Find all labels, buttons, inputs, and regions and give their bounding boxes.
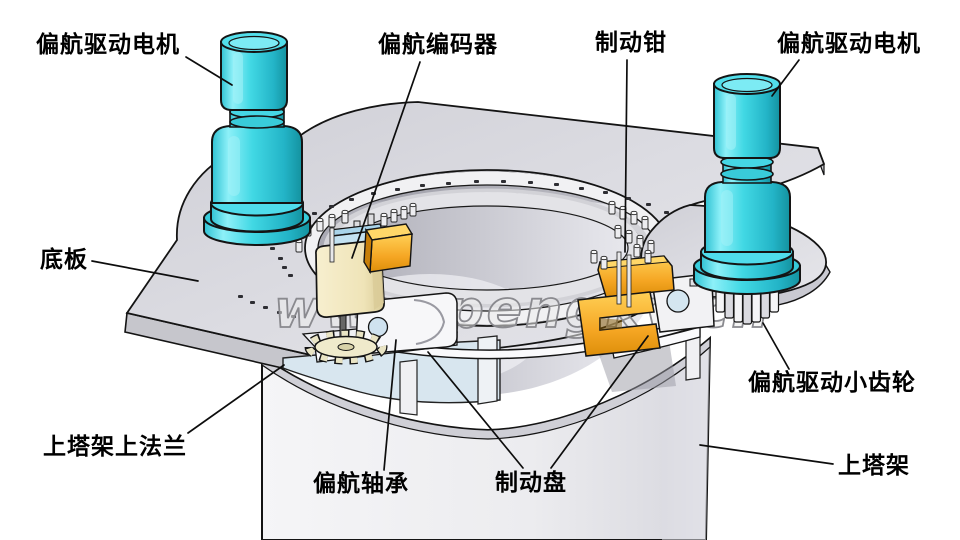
yaw-drive-motor-left-shape [203, 31, 311, 246]
leader-lines [91, 56, 834, 471]
upper-tower-shape [261, 335, 712, 540]
yaw-drive-motor-right-shape [693, 73, 801, 295]
encoder-gear [304, 329, 388, 365]
mounting-studs [292, 200, 655, 308]
brake-caliper-left-small [363, 223, 414, 275]
